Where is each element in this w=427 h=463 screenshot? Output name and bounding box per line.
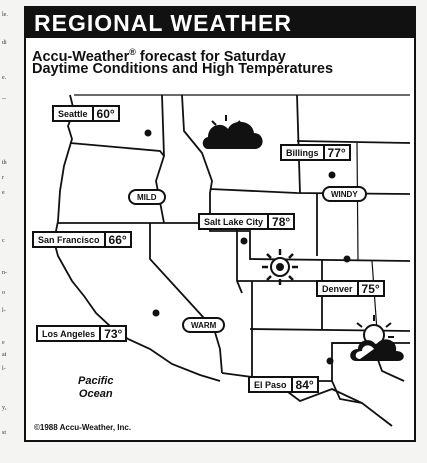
- regional-map: Seattle 60° Billings 77° Salt Lake City …: [32, 81, 411, 436]
- city-dot-denver: [343, 255, 351, 263]
- ocean-line-1: Pacific: [78, 375, 114, 387]
- city-label-denver: Denver 75°: [316, 280, 385, 297]
- partly-cloudy-icon: [202, 115, 263, 149]
- partly-cloudy-icon: [350, 315, 404, 361]
- city-dot-el-paso: [326, 357, 334, 365]
- coastline: [53, 94, 221, 382]
- subtitle-line-2: Daytime Conditions and High Temperatures: [32, 61, 334, 77]
- condition-pill-warm: WARM: [182, 317, 226, 333]
- city-temp: 84°: [295, 377, 314, 392]
- city-name: Seattle: [54, 107, 94, 120]
- city-name: Denver: [318, 282, 359, 295]
- city-dot-salt-lake-city: [240, 237, 248, 245]
- panel-title: REGIONAL WEATHER: [26, 8, 414, 38]
- city-name: Salt Lake City: [200, 215, 270, 228]
- city-label-los-angeles: Los Angeles 73°: [36, 325, 128, 342]
- copyright-notice: ©1988 Accu-Weather, Inc.: [34, 423, 132, 432]
- ocean-label: Pacific Ocean: [78, 375, 113, 401]
- city-name: Los Angeles: [38, 327, 102, 340]
- city-temp: 75°: [361, 281, 380, 296]
- weather-panel: REGIONAL WEATHER Accu-Weather® forecast …: [24, 6, 416, 442]
- city-temp: 73°: [104, 326, 123, 341]
- city-dot-billings: [328, 171, 336, 179]
- brand-name: Accu-Weather: [32, 48, 130, 65]
- city-temp: 77°: [327, 145, 346, 160]
- city-label-seattle: Seattle 60°: [52, 105, 120, 122]
- city-label-billings: Billings 77°: [280, 144, 351, 161]
- city-temp: 66°: [108, 232, 127, 247]
- city-name: San Francisco: [34, 233, 106, 246]
- condition-pill-mild: MILD: [128, 189, 166, 205]
- city-label-salt-lake-city: Salt Lake City 78°: [198, 213, 296, 230]
- registered-mark: ®: [129, 47, 136, 57]
- city-temp: 78°: [272, 214, 291, 229]
- city-dot-los-angeles: [152, 309, 160, 317]
- ocean-line-2: Ocean: [78, 388, 113, 400]
- subtitle-line-1: Accu-Weather® forecast for Saturday: [32, 44, 286, 66]
- city-label-san-francisco: San Francisco 66°: [32, 231, 132, 248]
- city-temp: 60°: [96, 106, 115, 121]
- city-dot-seattle: [144, 129, 152, 137]
- subtitle-rest: forecast for Saturday: [135, 48, 286, 65]
- city-name: Billings: [282, 146, 325, 159]
- sun-icon: [262, 249, 298, 285]
- condition-pill-windy: WINDY: [322, 186, 367, 202]
- city-name: El Paso: [250, 378, 293, 391]
- newspaper-column-fragment: le. di e. -- th r e c n- o l- e at l- y,…: [2, 12, 8, 436]
- city-label-el-paso: El Paso 84°: [248, 376, 319, 393]
